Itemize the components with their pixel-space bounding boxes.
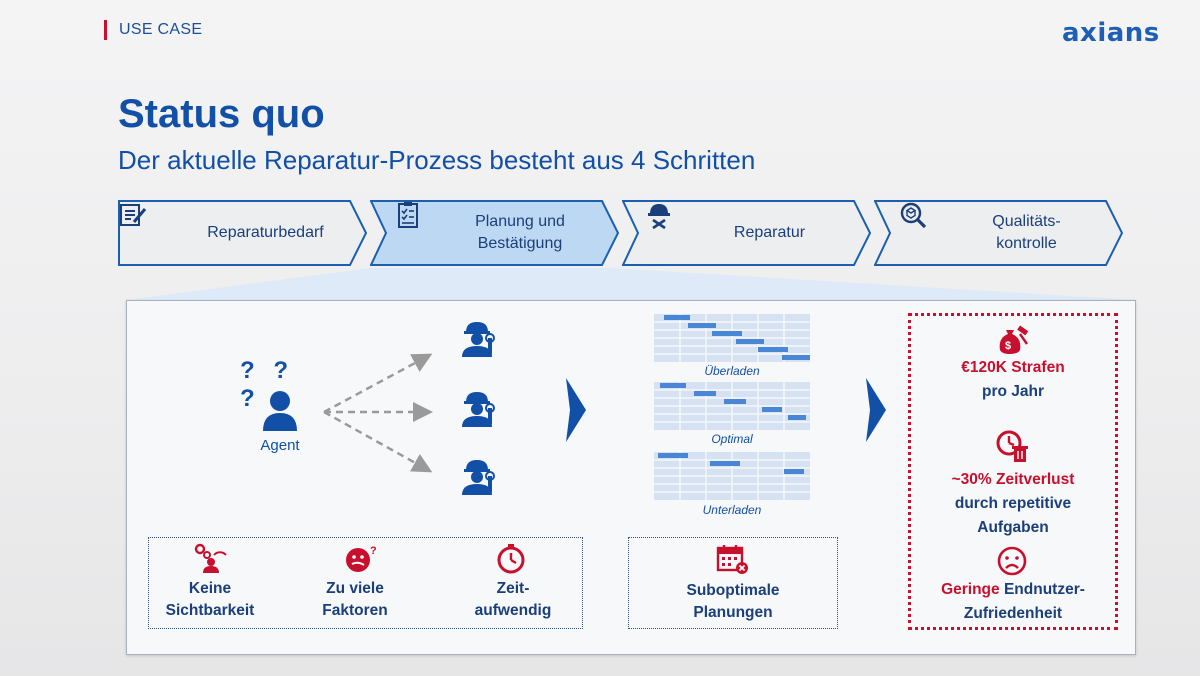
result-line-1: Suboptimale xyxy=(686,582,780,599)
assignment-arrows xyxy=(323,353,433,473)
issue-line-1: Zu viele xyxy=(326,580,384,597)
axians-logo: axians xyxy=(1062,18,1160,48)
schedule-overloaded xyxy=(654,314,810,362)
magnifier-cube-icon xyxy=(900,202,927,229)
clipboard-checklist-icon xyxy=(398,202,418,228)
schedule-caption: Unterladen xyxy=(702,503,762,517)
issue-time-consuming: Zeit- aufwendig xyxy=(458,578,568,622)
step-reparaturbedarf[interactable]: Reparaturbedarf xyxy=(118,200,368,266)
issue-no-visibility: Keine Sichtbarkeit xyxy=(160,578,260,622)
impact-time-loss: ~30% Zeitverlust xyxy=(951,471,1075,488)
money-bag-gavel-icon: $ xyxy=(999,325,1029,354)
svg-text:$: $ xyxy=(1005,340,1011,352)
hardhat-wrench-icon xyxy=(648,204,670,230)
impact-penalty-amount: €120K Strafen xyxy=(961,359,1065,376)
step-label-line-2: Bestätigung xyxy=(477,235,563,252)
process-steps: Reparaturbedarf Planung und Bestätigung xyxy=(118,200,1128,268)
section-label: USE CASE xyxy=(104,20,202,40)
result-line-2: Planungen xyxy=(693,604,773,621)
impact-satisfaction-low: Geringe xyxy=(941,581,1000,598)
issue-line-1: Zeit- xyxy=(496,580,530,597)
schedule-caption: Optimal xyxy=(711,432,753,446)
impact-penalty-period: pro Jahr xyxy=(981,383,1044,400)
edit-document-icon xyxy=(120,204,147,226)
schedule-caption: Überladen xyxy=(704,364,760,378)
issue-line-1: Keine xyxy=(188,580,232,597)
sad-face-icon xyxy=(997,546,1027,576)
question-marks: ? ? ? xyxy=(240,357,294,412)
step-reparatur[interactable]: Reparatur xyxy=(622,200,872,266)
issue-line-2: Faktoren xyxy=(322,602,388,619)
confused-face-icon: ? xyxy=(346,545,377,572)
step-label-line-1: Qualitäts- xyxy=(992,213,1061,230)
clock-trash-icon xyxy=(996,430,1028,462)
page-title: Status quo xyxy=(118,92,325,136)
gears-person-gauge-icon xyxy=(194,543,227,573)
technician-icon xyxy=(462,460,495,495)
technician-icon xyxy=(462,392,495,427)
issue-line-2: Sichtbarkeit xyxy=(165,602,255,619)
impact-satisfaction-enduser: Endnutzer- xyxy=(999,581,1085,598)
flow-chevron-icon xyxy=(866,378,886,442)
step-planung[interactable]: Planung und Bestätigung xyxy=(370,200,620,266)
step-label-line-2: kontrolle xyxy=(996,235,1057,252)
issues-box xyxy=(148,537,583,629)
flow-chevron-icon xyxy=(566,378,586,442)
agent-label: Agent xyxy=(260,437,300,454)
detail-panel xyxy=(126,300,1136,655)
impact-time-tasks: Aufgaben xyxy=(977,519,1049,536)
page-subtitle: Der aktuelle Reparatur-Prozess besteht a… xyxy=(118,145,756,175)
technician-icon xyxy=(462,322,495,357)
issue-too-many-factors: Zu viele Faktoren xyxy=(300,578,410,622)
impact-time-reason: durch repetitive xyxy=(954,495,1072,512)
step-label: Reparaturbedarf xyxy=(207,224,324,241)
step-label-line-1: Planung und xyxy=(475,213,565,230)
stopwatch-icon xyxy=(497,544,525,574)
result-suboptimal-planning: Suboptimale Planungen xyxy=(648,580,818,624)
issue-line-2: aufwendig xyxy=(474,602,552,619)
calendar-error-icon xyxy=(716,545,748,574)
result-box xyxy=(628,537,838,629)
impact-satisfaction-line-2: Zufriedenheit xyxy=(963,605,1063,622)
agent-person-icon xyxy=(263,391,297,431)
impact-satisfaction: Geringe Endnutzer- xyxy=(913,578,1113,601)
step-label: Reparatur xyxy=(733,224,806,241)
step-qualitaetskontrolle[interactable]: Qualitäts- kontrolle xyxy=(874,200,1124,266)
schedule-optimal xyxy=(654,382,810,430)
svg-text:?: ? xyxy=(370,545,377,557)
schedule-underloaded xyxy=(654,452,810,500)
impact-box xyxy=(908,313,1118,630)
